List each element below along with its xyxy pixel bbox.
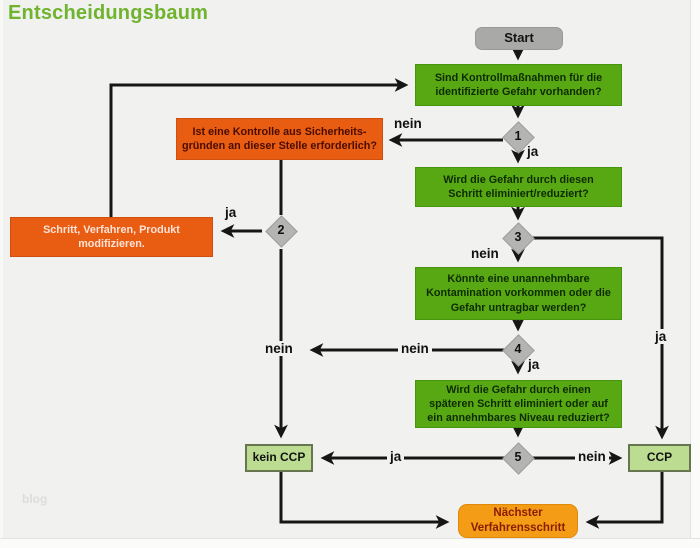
question-control-necessary: Ist eine Kontrolle aus Sicherheits- grün… (176, 118, 383, 160)
ccp-label: CCP (646, 450, 673, 465)
bottom-margin (0, 538, 700, 548)
next-step-line: Nächster (493, 507, 543, 520)
question-line: Kontamination vorkommen oder die (426, 287, 611, 300)
question-later-step: Wird die Gefahr durch einen späteren Sch… (415, 380, 622, 428)
question-line: Wird die Gefahr durch diesen (443, 173, 594, 186)
edge-label-d4-ja: ja (528, 357, 540, 372)
question-line: Wird die Gefahr durch einen (446, 383, 591, 396)
next-step-line: Verfahrensschritt (470, 522, 566, 534)
question-eliminate-this-step: Wird die Gefahr durch diesen Schritt eli… (415, 167, 622, 207)
question-control-measures: Sind Kontrollmaßnahmen für die identifiz… (415, 64, 622, 106)
action-modify-step: Schritt, Verfahren, Produkt modifizieren… (10, 217, 213, 257)
edge-label-d3-ja: ja (652, 329, 670, 344)
action-line: modifizieren. (78, 238, 145, 250)
edge-label-d2-ja: ja (225, 205, 237, 220)
diamond-4-number: 4 (514, 342, 522, 356)
kein-ccp-node: kein CCP (245, 444, 313, 472)
question-line: Ist eine Kontrolle aus Sicherheits- (192, 125, 367, 138)
kein-ccp-label: kein CCP (252, 450, 306, 465)
ccp-node: CCP (628, 444, 691, 472)
question-line: späteren Schritt eliminiert oder auf (429, 397, 608, 410)
next-process-step-node: Nächster Verfahrensschritt (458, 504, 578, 538)
action-line: Schritt, Verfahren, Produkt (43, 223, 180, 236)
edge-label-d3-nein: nein (471, 246, 499, 261)
question-line: Schritt eliminiert/reduziert? (448, 188, 589, 200)
question-line: gründen an dieser Stelle erforderlich? (182, 140, 377, 152)
question-line: ein annehmbares Niveau reduziert? (427, 412, 610, 425)
left-margin (0, 0, 3, 548)
start-node: Start (475, 27, 563, 50)
edge-label-d1-nein: nein (394, 116, 422, 131)
right-margin (690, 0, 700, 548)
question-line: Gefahr untragbar werden? (450, 301, 587, 314)
question-line: Sind Kontrollmaßnahmen für die (434, 71, 603, 84)
question-line: identifizierte Gefahr vorhanden? (435, 86, 602, 98)
diamond-2-number: 2 (277, 223, 285, 237)
edge-label-d4-nein-left: nein (262, 341, 296, 356)
diamond-3-number: 3 (514, 230, 522, 244)
edge-label-d5-nein: nein (575, 449, 609, 464)
diamond-1-number: 1 (514, 129, 522, 143)
edge-label-d4-nein-mid: nein (398, 341, 432, 356)
edge-label-d5-ja: ja (387, 449, 405, 464)
start-label: Start (504, 30, 534, 46)
page-title: Entscheidungsbaum (8, 2, 209, 24)
question-contamination: Könnte eine unannehmbare Kontamination v… (415, 267, 622, 320)
question-line: Könnte eine unannehmbare (447, 273, 590, 286)
diamond-5-number: 5 (514, 450, 522, 464)
edge-label-d1-ja: ja (527, 144, 539, 159)
watermark: blog (22, 492, 48, 506)
